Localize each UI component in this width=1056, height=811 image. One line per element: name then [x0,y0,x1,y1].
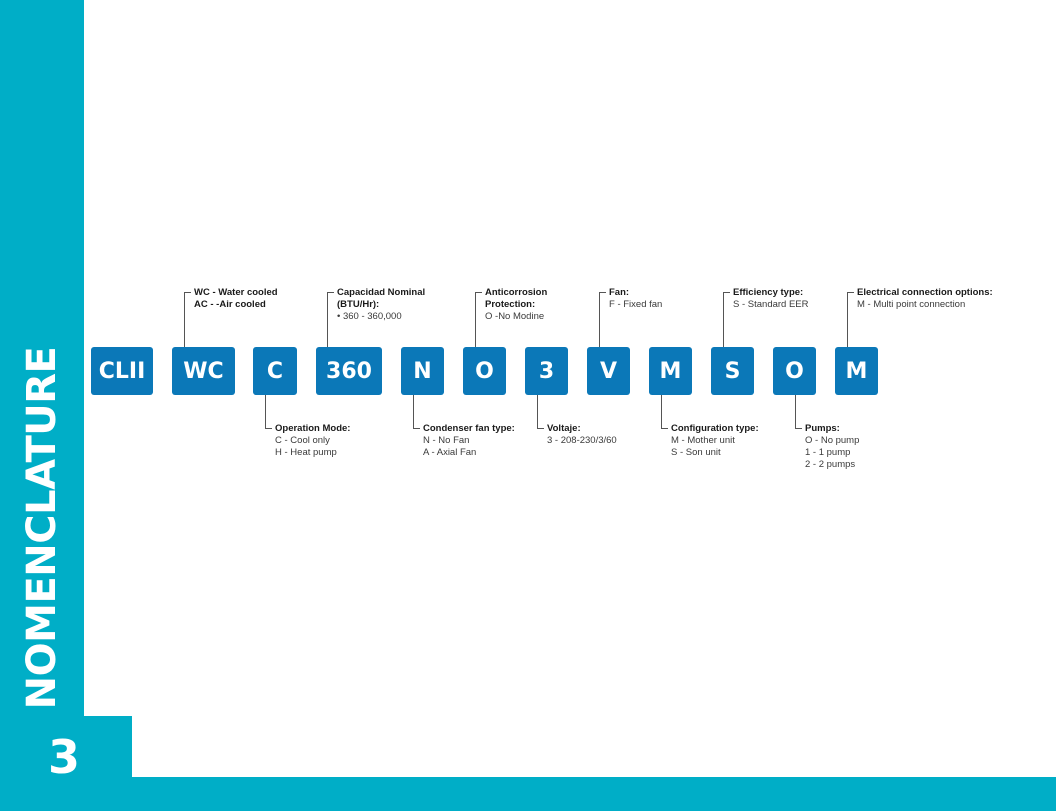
connector-condenser [413,395,414,429]
connector-configuration [661,395,662,429]
connector-fan [599,292,600,347]
code-box-anticorrosion: O [463,347,506,395]
annotation-anticorrosion: Anticorrosion Protection: O -No Modine [485,287,547,323]
annotation-title: Condenser fan type: [423,423,515,434]
annotation-title: Capacidad Nominal [337,287,426,298]
connector-efficiency-tick [723,292,730,293]
annotation-electrical: Electrical connection options: M - Multi… [857,287,993,311]
annotation-title: Anticorrosion [485,287,548,298]
annotation-line: S - Son unit [671,447,721,458]
connector-pumps [795,395,796,429]
annotation-capacity: Capacidad Nominal (BTU/Hr): • 360 - 360,… [337,287,425,323]
annotation-line: WC - Water cooled [194,287,278,298]
annotation-line: 2 - 2 pumps [805,459,856,470]
code-box-capacity: 360 [316,347,382,395]
annotation-line: M - Multi point connection [857,299,966,310]
annotation-line: AC - -Air cooled [194,299,266,310]
annotation-title: Efficiency type: [733,287,804,298]
annotation-line: F - Fixed fan [609,299,663,310]
connector-anticorrosion-tick [475,292,482,293]
annotation-title: Configuration type: [671,423,759,434]
page-number: 3 [47,730,80,784]
annotation-efficiency: Efficiency type: S - Standard EER [733,287,809,311]
annotation-title: Voltaje: [547,423,581,434]
annotation-line: S - Standard EER [733,299,809,310]
connector-wc [184,292,185,347]
code-box-condenser: N [401,347,444,395]
code-box-operation: C [253,347,297,395]
annotation-line: 3 - 208-230/3/60 [547,435,617,446]
connector-pumps-tick [795,428,802,429]
code-box-electrical: M [835,347,878,395]
section-title: NOMENCLATURE [19,346,65,710]
connector-wc-tick [184,292,191,293]
code-box-voltage: 3 [525,347,568,395]
annotation-operation: Operation Mode: C - Cool only H - Heat p… [275,423,350,459]
annotation-title: Electrical connection options: [857,287,993,298]
annotation-condenser: Condenser fan type: N - No Fan A - Axial… [423,423,515,459]
connector-condenser-tick [413,428,420,429]
connector-operation-tick [265,428,272,429]
connector-voltage [537,395,538,429]
annotation-configuration: Configuration type: M - Mother unit S - … [671,423,759,459]
sidebar-band [0,0,84,811]
annotation-title: Fan: [609,287,630,298]
connector-voltage-tick [537,428,544,429]
annotation-line: N - No Fan [423,435,470,446]
annotation-title: Protection: [485,299,536,310]
connector-electrical [847,292,848,347]
annotation-line: O - No pump [805,435,860,446]
annotation-line: A - Axial Fan [423,447,477,458]
bottom-band [0,777,1056,811]
code-box-series: CLII [91,347,153,395]
connector-anticorrosion [475,292,476,347]
annotation-line: H - Heat pump [275,447,337,458]
code-box-efficiency: S [711,347,754,395]
connector-capacity-tick [327,292,334,293]
annotation-title: Pumps: [805,423,840,434]
code-box-configuration: M [649,347,692,395]
annotation-cooling: WC - Water cooled AC - -Air cooled [194,287,278,311]
annotation-line: O -No Modine [485,311,545,322]
annotation-title: (BTU/Hr): [337,299,380,310]
code-box-fan: V [587,347,630,395]
connector-electrical-tick [847,292,854,293]
connector-operation [265,395,266,429]
annotation-voltage: Voltaje: 3 - 208-230/3/60 [547,423,617,447]
code-box-pumps: O [773,347,816,395]
annotation-title: Operation Mode: [275,423,351,434]
annotation-line: • 360 - 360,000 [337,311,402,322]
connector-capacity [327,292,328,347]
annotation-line: 1 - 1 pump [805,447,851,458]
connector-configuration-tick [661,428,668,429]
code-box-cooling: WC [172,347,235,395]
annotation-fan: Fan: F - Fixed fan [609,287,662,311]
annotation-pumps: Pumps: O - No pump 1 - 1 pump 2 - 2 pump… [805,423,859,471]
connector-fan-tick [599,292,606,293]
annotation-line: C - Cool only [275,435,330,446]
annotation-line: M - Mother unit [671,435,735,446]
connector-efficiency [723,292,724,347]
